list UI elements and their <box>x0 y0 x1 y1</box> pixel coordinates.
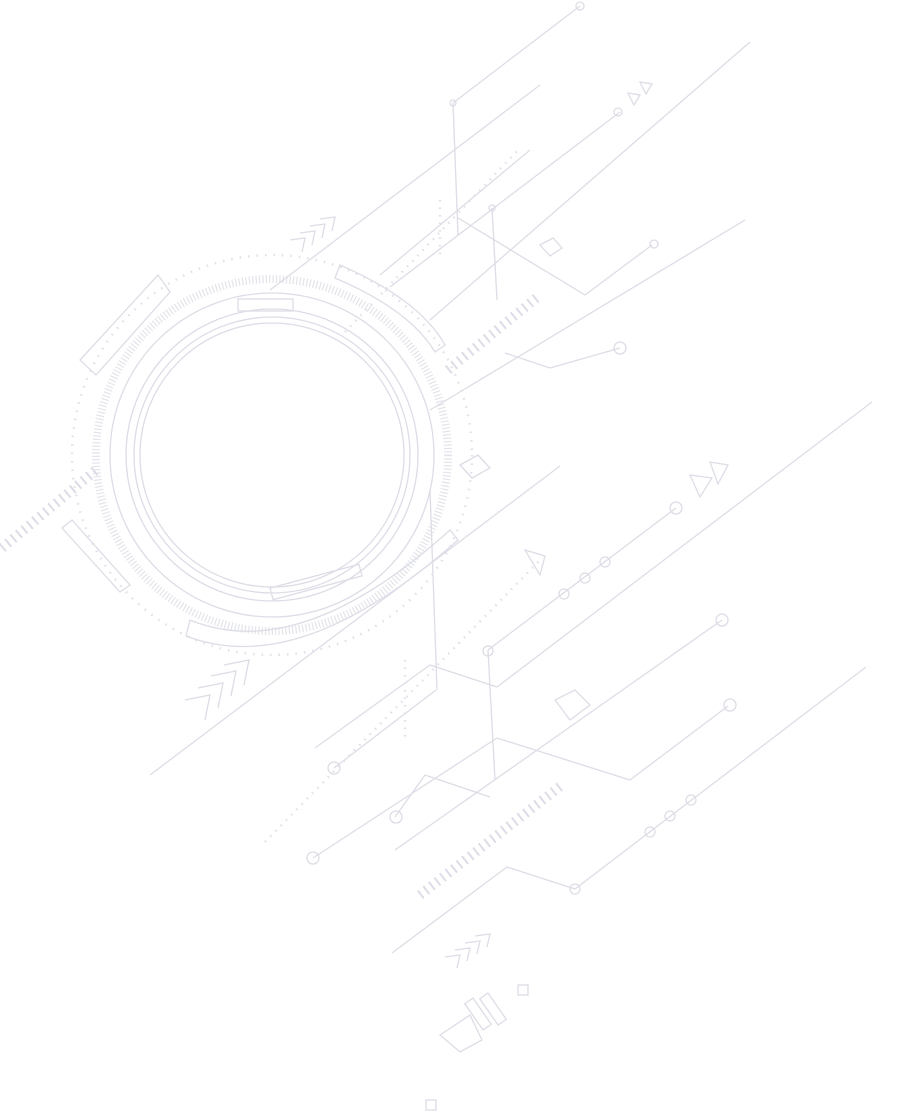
circuit-lines <box>149 1 873 954</box>
chip-shapes <box>425 237 591 1111</box>
hatch-bars <box>0 291 566 899</box>
lens-ring-graphic <box>61 253 474 657</box>
dotted-trails <box>264 147 541 843</box>
chevron-arrows <box>184 81 729 969</box>
